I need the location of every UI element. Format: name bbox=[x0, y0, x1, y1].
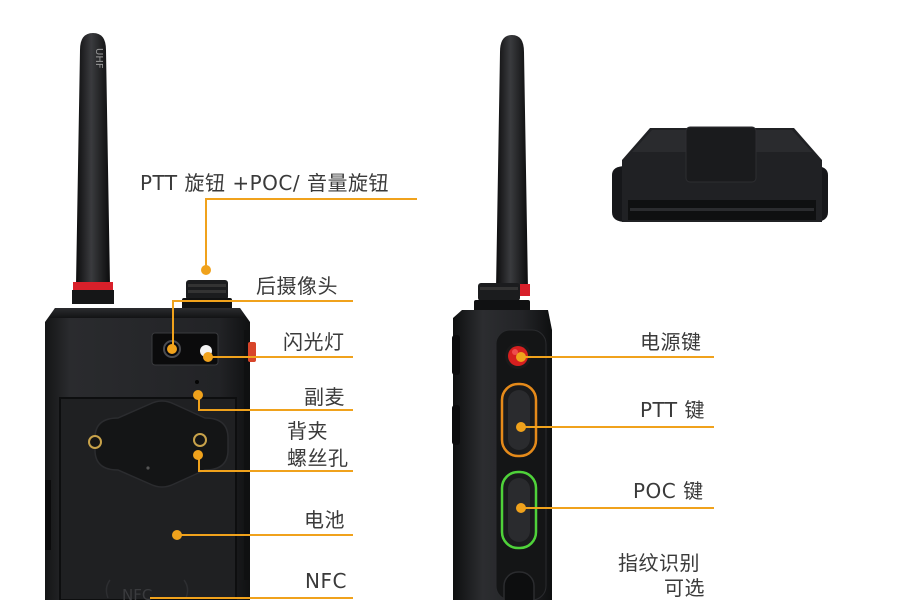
callout-poc-line bbox=[521, 507, 714, 509]
callout-rear-camera-h bbox=[208, 300, 353, 302]
label-ptt-knob: PTT 旋钮 +POC/ 音量旋钮 bbox=[140, 171, 389, 195]
antenna-red-band bbox=[73, 282, 113, 290]
callout-clip-dot bbox=[193, 450, 203, 460]
callout-poc-dot bbox=[516, 503, 526, 513]
device-side-view bbox=[452, 35, 552, 600]
callout-mic-h bbox=[198, 409, 353, 411]
label-ptt-key: PTT 键 bbox=[640, 398, 705, 422]
antenna-red-band-side bbox=[520, 284, 530, 296]
callout-ptt-knob-h bbox=[205, 198, 417, 200]
callout-battery-dot bbox=[172, 530, 182, 540]
callout-mic-dot bbox=[193, 390, 203, 400]
fingerprint-sensor bbox=[503, 571, 535, 600]
nfc-mark: NFC bbox=[122, 586, 152, 600]
screw-hole-left bbox=[88, 435, 102, 449]
callout-ptt-knob-dot bbox=[201, 265, 211, 275]
label-rear-camera: 后摄像头 bbox=[256, 274, 338, 298]
label-clip-line2: 螺丝孔 bbox=[287, 446, 349, 470]
callout-rear-camera-dot bbox=[167, 344, 177, 354]
label-power-key: 电源键 bbox=[640, 330, 702, 354]
callout-nfc-line bbox=[150, 597, 353, 599]
callout-flash-dot bbox=[203, 352, 213, 362]
label-flashlight: 闪光灯 bbox=[283, 330, 345, 354]
callout-clip-h bbox=[198, 470, 353, 472]
antenna-mark: UHF bbox=[93, 48, 104, 69]
callout-ptt-knob-v bbox=[205, 198, 207, 268]
callout-battery-line bbox=[178, 534, 353, 536]
side-key-orange bbox=[248, 342, 256, 362]
device-body-left: NFC bbox=[45, 308, 256, 600]
device-top-view bbox=[612, 126, 828, 222]
callout-clip-v bbox=[198, 454, 200, 472]
callout-power-line bbox=[521, 356, 714, 358]
callout-flash-line bbox=[212, 356, 353, 358]
callout-power-dot bbox=[516, 352, 526, 362]
callout-ptt-line bbox=[521, 426, 714, 428]
label-nfc: NFC bbox=[305, 569, 347, 593]
callout-mic-v bbox=[198, 394, 200, 411]
label-battery: 电池 bbox=[304, 508, 345, 532]
ptt-knob-left bbox=[182, 280, 232, 310]
label-poc-key: POC 键 bbox=[633, 479, 704, 503]
antenna-left bbox=[72, 33, 114, 304]
label-clip-line1: 背夹 bbox=[287, 419, 328, 443]
belt-clip-plate bbox=[94, 400, 229, 488]
screw-hole-right bbox=[193, 433, 207, 447]
label-fingerprint-line2: 可选 bbox=[664, 576, 705, 600]
label-fingerprint-line1: 指纹识别 bbox=[618, 551, 700, 575]
callout-ptt-dot bbox=[516, 422, 526, 432]
callout-rear-camera-v bbox=[172, 300, 174, 345]
mic-hole bbox=[195, 380, 199, 384]
label-sub-mic: 副麦 bbox=[304, 385, 345, 409]
